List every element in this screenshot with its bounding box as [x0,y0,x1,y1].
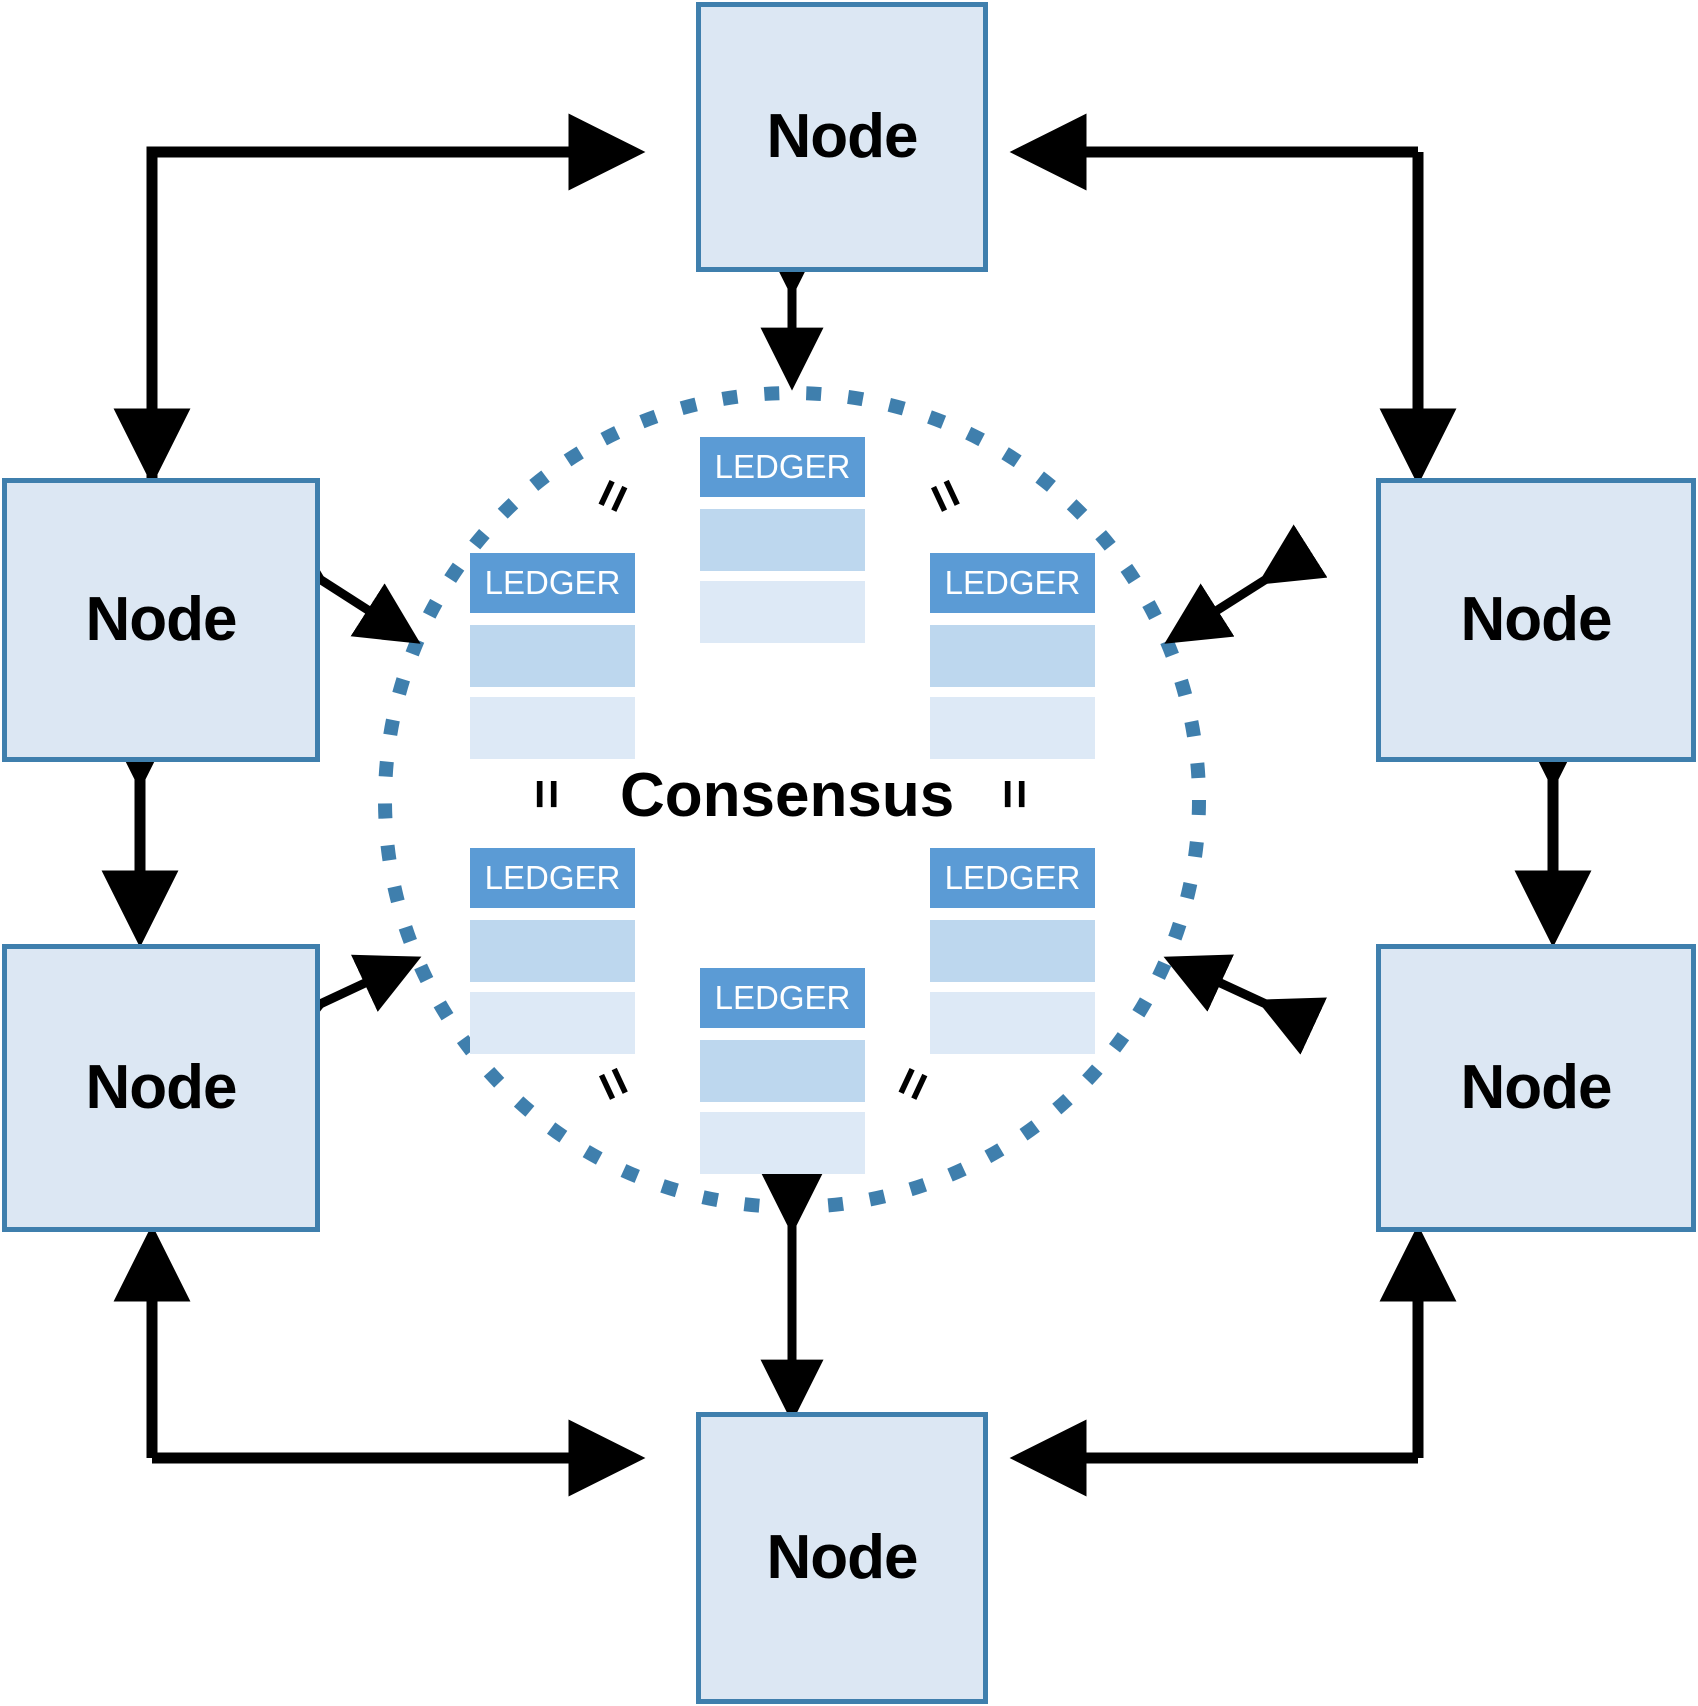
ledger-lower-right-header: LEDGER [930,848,1095,908]
node-right-lower-label: Node [1460,1053,1613,1122]
ledger-upper-right-header: LEDGER [930,553,1095,613]
ledger-lower-right-bar-secondary [930,992,1095,1054]
equality-mark-upper-left: = [580,469,646,523]
node-left-upper-label: Node [85,585,238,654]
ledger-upper-right-bar-secondary [930,697,1095,759]
ledger-top-header: LEDGER [700,437,865,497]
ledger-lower-right-bar-primary [930,920,1095,982]
equality-mark-mid-right: = [986,778,1045,810]
ledger-top-bar-secondary [700,581,865,643]
node-top-label: Node [766,102,919,171]
equality-mark-mid-left: = [518,778,577,810]
ledger-upper-right[interactable]: LEDGER [930,553,1095,759]
node-right-upper[interactable]: Node [1376,478,1696,762]
node-left-lower-label: Node [85,1053,238,1122]
ledger-lower-left-header: LEDGER [470,848,635,908]
node-top[interactable]: Node [696,2,988,272]
arrow-left-lower-to-circle [259,954,422,1055]
ledger-top[interactable]: LEDGER [700,437,865,643]
node-bottom-label: Node [766,1523,919,1592]
ledger-upper-left-header: LEDGER [470,553,635,613]
ledger-top-bar-primary [700,509,865,571]
node-right-lower[interactable]: Node [1376,944,1696,1232]
ledger-upper-left-bar-primary [470,625,635,687]
ledger-bottom-bar-primary [700,1040,865,1102]
arrow-left-upper-to-circle [258,524,421,644]
equality-mark-lower-right: = [880,1057,946,1111]
ledger-upper-right-bar-primary [930,625,1095,687]
node-left-lower[interactable]: Node [2,944,320,1232]
ledger-upper-left[interactable]: LEDGER [470,553,635,759]
ledger-bottom[interactable]: LEDGER [700,968,865,1174]
equality-mark-upper-right: = [912,469,978,523]
node-bottom[interactable]: Node [696,1412,988,1704]
ledger-lower-right[interactable]: LEDGER [930,848,1095,1054]
arrow-right-lower-to-circle [1163,954,1327,1055]
consensus-label: Consensus [620,761,955,830]
arrow-right-upper-to-circle [1164,524,1328,644]
node-right-upper-label: Node [1460,585,1613,654]
ledger-lower-left[interactable]: LEDGER [470,848,635,1054]
ledger-upper-left-bar-secondary [470,697,635,759]
ledger-bottom-header: LEDGER [700,968,865,1028]
ledger-lower-left-bar-primary [470,920,635,982]
ledger-bottom-bar-secondary [700,1112,865,1174]
equality-mark-lower-left: = [580,1057,646,1111]
node-left-upper[interactable]: Node [2,478,320,762]
ledger-lower-left-bar-secondary [470,992,635,1054]
